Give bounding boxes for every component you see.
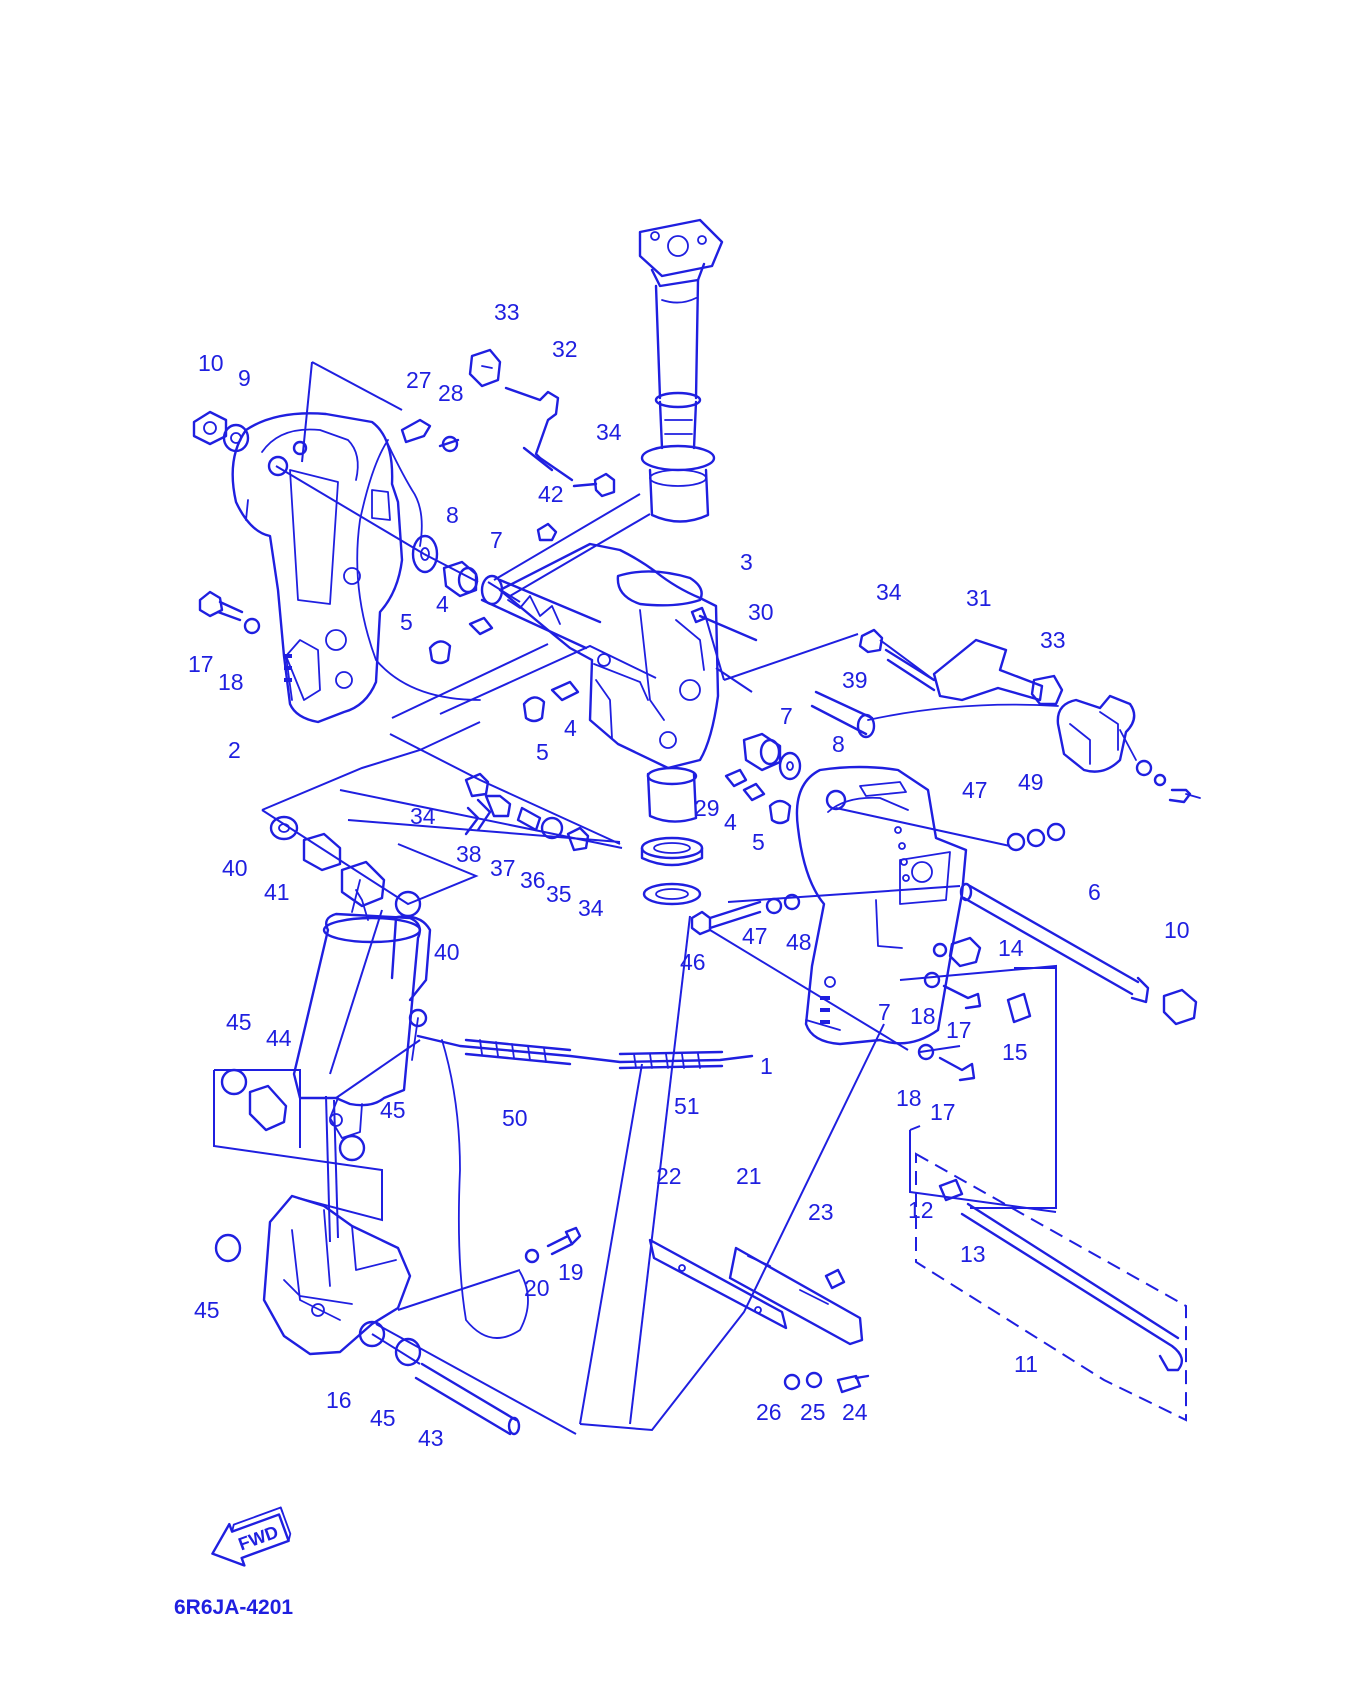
callout-51: 51 [674,1093,700,1119]
callout-35: 35 [546,881,572,907]
callout-36: 36 [520,867,546,893]
callout-33: 33 [494,299,520,325]
callout-30: 30 [748,599,774,625]
callout-50: 50 [502,1105,528,1131]
callout-46: 46 [680,949,706,975]
callout-22: 22 [656,1163,682,1189]
callout-40: 40 [222,855,248,881]
callout-29: 29 [694,795,720,821]
right-clamp-bracket [795,765,968,1046]
callout-32: 32 [552,336,578,362]
callout-13: 13 [960,1241,986,1267]
steering-shaft [638,218,724,523]
callout-24: 24 [842,1399,868,1425]
callout-17: 17 [188,651,214,677]
callout-27: 27 [406,367,432,393]
callout-16: 16 [326,1387,352,1413]
tilt-cylinder [292,879,432,1139]
callout-7: 7 [490,527,503,553]
callout-10: 10 [1164,917,1190,943]
callout-4: 4 [436,591,449,617]
callout-18: 18 [896,1085,922,1111]
callout-28: 28 [438,380,464,406]
callout-8: 8 [832,731,845,757]
callout-40: 40 [434,939,460,965]
callout-2: 2 [228,737,241,763]
callout-5: 5 [536,739,549,765]
callout-5: 5 [400,609,413,635]
callout-3: 3 [740,549,753,575]
callout-14: 14 [998,935,1024,961]
callout-38: 38 [456,841,482,867]
fwd-label: FWD [236,1522,281,1555]
callout-21: 21 [736,1163,762,1189]
callout-7: 7 [878,999,891,1025]
callout-47: 47 [962,777,988,803]
callout-48: 48 [786,929,812,955]
callout-1: 1 [760,1053,773,1079]
callout-34: 34 [410,803,436,829]
callout-4: 4 [724,809,737,835]
callout-numbers: 10 9 27 28 33 32 34 42 8 7 3 4 5 30 34 3… [188,299,1190,1451]
callout-17: 17 [930,1099,956,1125]
callout-17: 17 [946,1017,972,1043]
callout-31: 31 [966,585,992,611]
forward-direction-arrow: FWD [211,1506,292,1567]
callout-34: 34 [578,895,604,921]
trim-stopper-assembly [1056,694,1201,804]
callout-11: 11 [1014,1351,1038,1377]
callout-33: 33 [1040,627,1066,653]
callout-18: 18 [218,669,244,695]
callout-8: 8 [446,502,459,528]
callout-45: 45 [194,1297,220,1323]
left-clamp-bracket [231,412,404,724]
callout-41: 41 [264,879,290,905]
callout-20: 20 [524,1275,550,1301]
callout-34: 34 [596,419,622,445]
callout-43: 43 [418,1425,444,1451]
callout-25: 25 [800,1399,826,1425]
callout-19: 19 [558,1259,584,1285]
callout-7: 7 [780,703,793,729]
assembly-lines [213,361,1057,1435]
callout-9: 9 [238,365,251,391]
callout-37: 37 [490,855,516,881]
callout-45: 45 [370,1405,396,1431]
hoses-and-cables [356,439,754,1339]
callout-34: 34 [876,579,902,605]
callout-26: 26 [756,1399,782,1425]
callout-39: 39 [842,667,868,693]
callout-23: 23 [808,1199,834,1225]
callout-44: 44 [266,1025,292,1051]
small-hardware [192,348,1198,1436]
callout-18: 18 [910,1003,936,1029]
callout-49: 49 [1018,769,1044,795]
swivel-bracket [480,542,720,770]
callout-47: 47 [742,923,768,949]
callout-6: 6 [1088,879,1101,905]
callout-5: 5 [752,829,765,855]
callout-42: 42 [538,481,564,507]
callout-15: 15 [1002,1039,1028,1065]
tilt-cylinder-bracket [262,1194,412,1356]
callout-4: 4 [564,715,577,741]
trim-rod-dashed-box [909,1125,1187,1422]
diagram-code: 6R6JA-4201 [174,1596,293,1619]
callout-12: 12 [908,1197,934,1223]
callout-10: 10 [198,350,224,376]
callout-45: 45 [380,1097,406,1123]
callout-45: 45 [226,1009,252,1035]
